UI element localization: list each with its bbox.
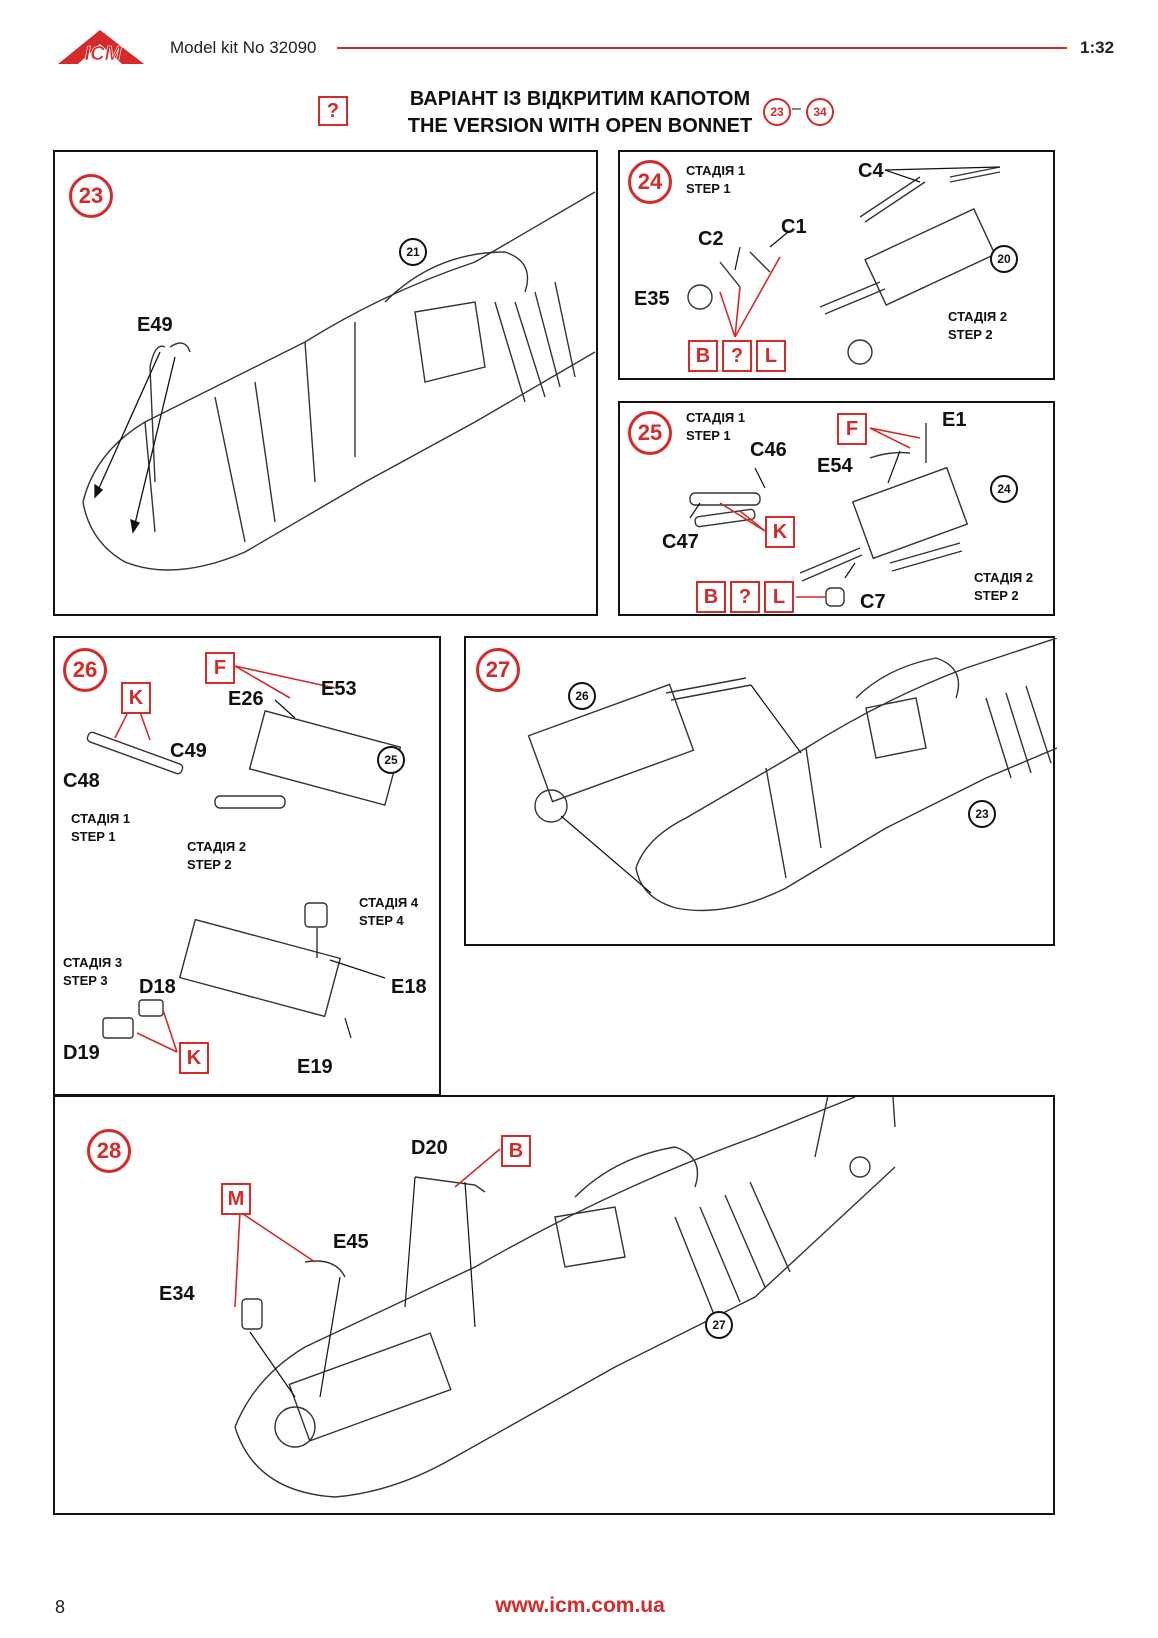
engine-final-drawing: [234, 1097, 896, 1498]
part-c4-label: C4: [858, 160, 884, 182]
header-rule: [337, 47, 1067, 49]
stage-label-ua: СТАДІЯ 1: [71, 811, 131, 826]
part-c1-label: C1: [781, 216, 807, 238]
step-27-badge: 27: [476, 648, 520, 692]
part-e54-label: E54: [817, 455, 853, 477]
stage-label-ua: СТАДІЯ 2: [948, 309, 1008, 324]
stage-label-en: STEP 3: [63, 973, 108, 988]
stage-label-ua: СТАДІЯ 4: [359, 895, 419, 910]
stage-label-en: STEP 2: [974, 588, 1019, 603]
step-26-badge: 26: [63, 648, 107, 692]
part-e53-label: E53: [321, 678, 357, 700]
logo-text: ICM: [85, 43, 123, 65]
stage-label-en: STEP 4: [359, 913, 404, 928]
step-24-panel: 24 СТАДІЯ 1 STEP 1 C4 C2 C1 E35 20 СТАДІ…: [618, 150, 1055, 380]
step-26-ref-badge: 25: [377, 746, 405, 774]
icm-logo: ICM: [48, 26, 158, 86]
step-24-stage-2: СТАДІЯ 2 STEP 2: [948, 308, 1007, 344]
step-23-ref-badge: 21: [399, 238, 427, 266]
part-d20-label: D20: [411, 1137, 448, 1159]
range-end-badge: 34: [806, 98, 834, 126]
paint-code-f: F: [837, 413, 867, 445]
step-26-stage-1: СТАДІЯ 1 STEP 1: [71, 810, 130, 846]
stage-label-en: STEP 2: [187, 857, 232, 872]
website-link[interactable]: www.icm.com.ua: [495, 1594, 665, 1617]
paint-code-l: L: [764, 581, 794, 613]
stage-label-ua: СТАДІЯ 2: [974, 570, 1034, 585]
engine-ref-badge: 26: [568, 682, 596, 710]
paint-code-b: B: [501, 1135, 531, 1167]
step-25-stage-1: СТАДІЯ 1 STEP 1: [686, 409, 745, 445]
part-d19-label: D19: [63, 1042, 100, 1064]
stage-label-en: STEP 2: [948, 327, 993, 342]
engine-step-24-drawing: [687, 166, 1001, 365]
step-25-badge: 25: [628, 411, 672, 455]
part-c47-label: C47: [662, 531, 699, 553]
scale-label: 1:32: [1080, 38, 1115, 57]
paint-code-m: M: [221, 1183, 251, 1215]
paint-code-help: ?: [722, 340, 752, 372]
paint-code-b: B: [688, 340, 718, 372]
fuselage-front-drawing: [82, 191, 596, 571]
part-c48-label: C48: [63, 770, 100, 792]
step-28-ref-badge: 27: [705, 1311, 733, 1339]
step-28-badge: 28: [87, 1129, 131, 1173]
paint-code-b: B: [696, 581, 726, 613]
kit-title: Model kit No 32090: [170, 38, 317, 57]
part-e45-label: E45: [333, 1231, 369, 1253]
part-e1-label: E1: [942, 409, 967, 431]
section-title-en: THE VERSION WITH OPEN BONNET: [407, 115, 753, 137]
paint-code-l: L: [756, 340, 786, 372]
part-e49-label: E49: [137, 314, 173, 336]
part-e18-label: E18: [391, 976, 427, 998]
stage-label-en: STEP 1: [686, 181, 731, 196]
fuselage-ref-badge: 23: [968, 800, 996, 828]
logo-mark: ICM: [58, 30, 144, 65]
stage-label-ua: СТАДІЯ 1: [686, 163, 746, 178]
paint-code-f: F: [205, 652, 235, 684]
paint-code-k: K: [179, 1042, 209, 1074]
range-dash: –: [792, 100, 801, 117]
engine-step-25-drawing: [689, 423, 969, 607]
stage-label-ua: СТАДІЯ 3: [63, 955, 123, 970]
step-26-panel: 26 F E26 E53 K 25 C49 C48 СТАДІЯ 1 STEP …: [53, 636, 441, 1096]
part-e26-label: E26: [228, 688, 264, 710]
step-27-panel: 27 26 23: [464, 636, 1057, 946]
stage-label-en: STEP 1: [71, 829, 116, 844]
step-24-badge: 24: [628, 160, 672, 204]
step-26-stage-2: СТАДІЯ 2 STEP 2: [187, 838, 246, 874]
section-title: ВАРІАНТ ІЗ ВІДКРИТИМ КАПОТОМ THE VERSION…: [385, 86, 775, 140]
paint-code-k: K: [121, 682, 151, 714]
part-d18-label: D18: [139, 976, 176, 998]
range-start-badge: 23: [763, 98, 791, 126]
step-25-stage-2: СТАДІЯ 2 STEP 2: [974, 569, 1033, 605]
paint-code-help: ?: [730, 581, 760, 613]
part-e34-label: E34: [159, 1283, 195, 1305]
page-number: 8: [55, 1597, 66, 1617]
part-e35-label: E35: [634, 288, 670, 310]
paint-code-k: K: [765, 516, 795, 548]
part-c2-label: C2: [698, 228, 724, 250]
step-25-ref-badge: 24: [990, 475, 1018, 503]
part-c46-label: C46: [750, 439, 787, 461]
step-26-stage-4: СТАДІЯ 4 STEP 4: [359, 894, 418, 930]
stage-label-en: STEP 1: [686, 428, 731, 443]
step-23-panel: 23 21 E49: [53, 150, 598, 616]
stage-label-ua: СТАДІЯ 1: [686, 410, 746, 425]
step-28-panel: 28 D20 B M E45 E34 27: [53, 1095, 1055, 1515]
step-25-panel: 25 СТАДІЯ 1 STEP 1 C46 F E1 E54 24 K C47…: [618, 401, 1055, 616]
engine-install-drawing: [527, 638, 1057, 912]
step-26-stage-3: СТАДІЯ 3 STEP 3: [63, 954, 122, 990]
help-mark: ?: [318, 96, 348, 126]
section-title-ua: ВАРІАНТ ІЗ ВІДКРИТИМ КАПОТОМ: [409, 88, 751, 110]
part-e19-label: E19: [297, 1056, 333, 1078]
part-c49-label: C49: [170, 740, 207, 762]
part-c7-label: C7: [860, 591, 886, 613]
step-23-badge: 23: [69, 174, 113, 218]
stage-label-ua: СТАДІЯ 2: [187, 839, 247, 854]
engine-step-26-drawing: [86, 665, 402, 1053]
step-24-stage-1: СТАДІЯ 1 STEP 1: [686, 162, 745, 198]
step-24-ref-badge: 20: [990, 245, 1018, 273]
